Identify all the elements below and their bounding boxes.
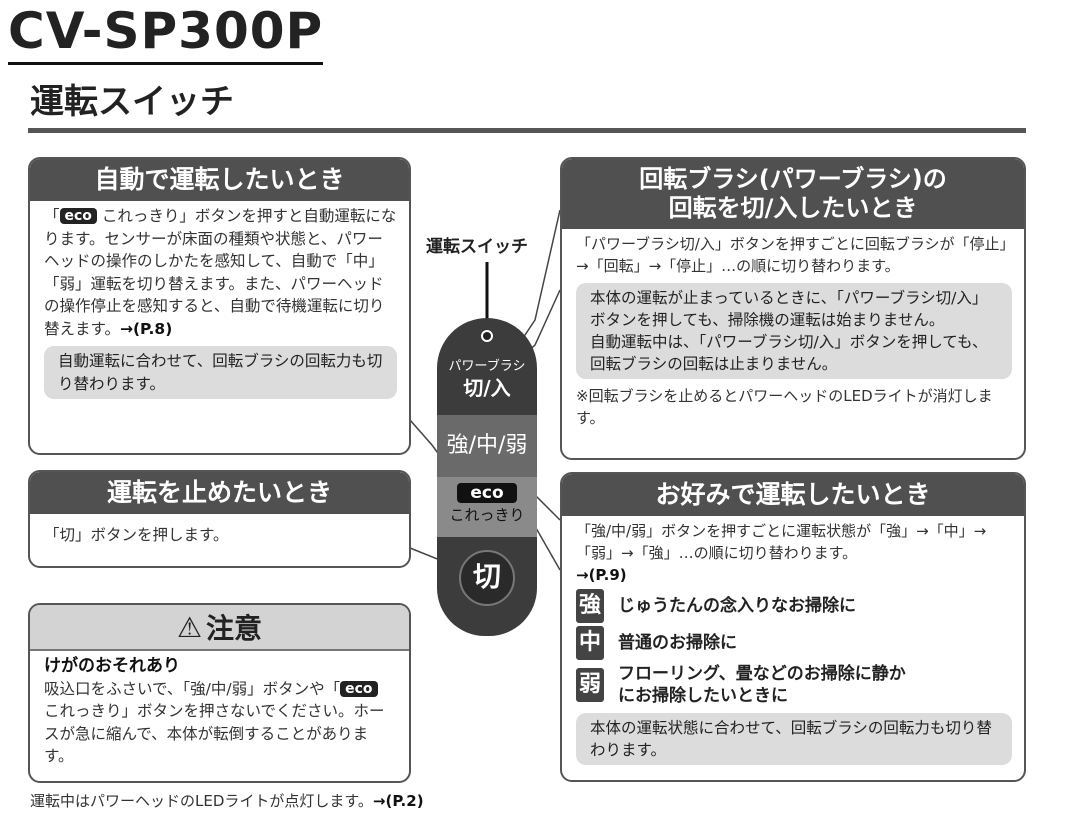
level-key: 中 xyxy=(576,626,604,660)
quote: 「 xyxy=(44,207,60,225)
pref-description: 「強/中/弱」ボタンを押すごとに運転状態が「強」→「中」→「弱」→「強」…の順に… xyxy=(576,522,987,562)
caution-title: 注意 xyxy=(206,612,263,645)
level-key: 強 xyxy=(576,589,604,623)
led-indicator xyxy=(481,330,493,342)
operation-switch: パワーブラシ 切/入 強/中/弱 eco これっきり 切 xyxy=(437,318,537,636)
brush-remark: ※回転ブラシを止めるとパワーヘッドのLEDライトが消灯します。 xyxy=(576,387,993,427)
power-brush-button[interactable]: パワーブラシ 切/入 xyxy=(437,358,537,413)
warning-icon: ⚠ xyxy=(176,610,203,644)
section-divider xyxy=(28,128,1026,133)
caution-panel: ⚠注意 けがのおそれあり 吸込口をふさいで、「強/中/弱」ボタンや「eco これ… xyxy=(28,603,411,783)
panel-title: 回転ブラシ(パワーブラシ)の xyxy=(639,165,947,193)
brush-note: 本体の運転が止まっているときに、「パワーブラシ切/入」ボタンを押しても、掃除機の… xyxy=(590,289,988,329)
level-desc: じゅうたんの念入りなお掃除に xyxy=(618,596,856,616)
footer-text: 運転中はパワーヘッドのLEDライトが点灯します。 xyxy=(30,792,373,810)
level-weak: 弱フローリング、畳などのお掃除に静かにお掃除したいときに xyxy=(576,663,1012,707)
stop-operation-panel: 運転を止めたいとき 「切」ボタンを押します。 xyxy=(28,470,411,568)
strength-button[interactable]: 強/中/弱 xyxy=(437,415,537,477)
model-name: CV-SP300P xyxy=(8,2,324,65)
brush-note-auto: 自動運転中は、「パワーブラシ切/入」ボタンを押しても、回転ブラシの回転は止まりま… xyxy=(590,333,988,373)
eco-button[interactable]: eco これっきり xyxy=(437,477,537,537)
stop-description: 「切」ボタンを押します。 xyxy=(44,526,229,544)
eco-logo: eco xyxy=(340,680,378,697)
caution-text-cont: これっきり」ボタンを押さないでください。ホースが急に縮んで、本体が転倒することが… xyxy=(44,702,385,765)
level-medium: 中普通のお掃除に xyxy=(576,626,1012,660)
eco-logo: eco xyxy=(59,208,97,224)
panel-title: 自動で運転したいとき xyxy=(30,159,409,201)
page-ref-link[interactable]: →(P.8) xyxy=(119,319,173,338)
caution-text: 吸込口をふさいで、「強/中/弱」ボタンや「 xyxy=(44,679,341,698)
switch-label: 運転スイッチ xyxy=(426,237,528,257)
eco-sub-label: これっきり xyxy=(449,506,525,524)
level-desc: 普通のお掃除に xyxy=(618,633,737,653)
auto-description: これっきり」ボタンを押すと自動運転になります。センサーが床面の種類や状態と、パワ… xyxy=(44,207,397,338)
preference-panel: お好みで運転したいとき 「強/中/弱」ボタンを押すごとに運転状態が「強」→「中」… xyxy=(560,472,1026,782)
level-strong: 強じゅうたんの念入りなお掃除に xyxy=(576,589,1012,623)
off-button[interactable]: 切 xyxy=(459,550,515,606)
strength-label: 強/中/弱 xyxy=(446,433,528,458)
footer-note: 運転中はパワーヘッドのLEDライトが点灯します。→(P.2) xyxy=(30,790,424,811)
brush-panel: 回転ブラシ(パワーブラシ)の 回転を切/入したいとき 「パワーブラシ切/入」ボタ… xyxy=(560,157,1026,460)
auto-note: 自動運転に合わせて、回転ブラシの回転力も切り替わります。 xyxy=(44,346,397,399)
power-brush-onoff-label: 切/入 xyxy=(463,376,511,400)
section-title: 運転スイッチ xyxy=(30,82,234,122)
panel-title-line2: 回転を切/入したいとき xyxy=(668,194,918,222)
auto-operation-panel: 自動で運転したいとき 「eco これっきり」ボタンを押すと自動運転になります。セ… xyxy=(28,157,411,455)
page-ref-link[interactable]: →(P.9) xyxy=(576,566,627,584)
caution-subtitle: けがのおそれあり xyxy=(44,656,180,676)
pref-note: 本体の運転状態に合わせて、回転ブラシの回転力も切り替わります。 xyxy=(576,713,1012,765)
level-desc: フローリング、畳などのお掃除に静かにお掃除したいときに xyxy=(618,664,906,706)
panel-title: 運転を止めたいとき xyxy=(30,472,409,514)
panel-title: お好みで運転したいとき xyxy=(562,474,1024,516)
power-brush-label: パワーブラシ xyxy=(448,359,526,374)
brush-description: 「パワーブラシ切/入」ボタンを押すごとに回転ブラシが「停止」→「回転」→「停止」… xyxy=(576,235,1008,275)
eco-logo: eco xyxy=(457,483,517,503)
level-key: 弱 xyxy=(576,668,604,702)
page-ref-link[interactable]: →(P.2) xyxy=(372,792,424,810)
